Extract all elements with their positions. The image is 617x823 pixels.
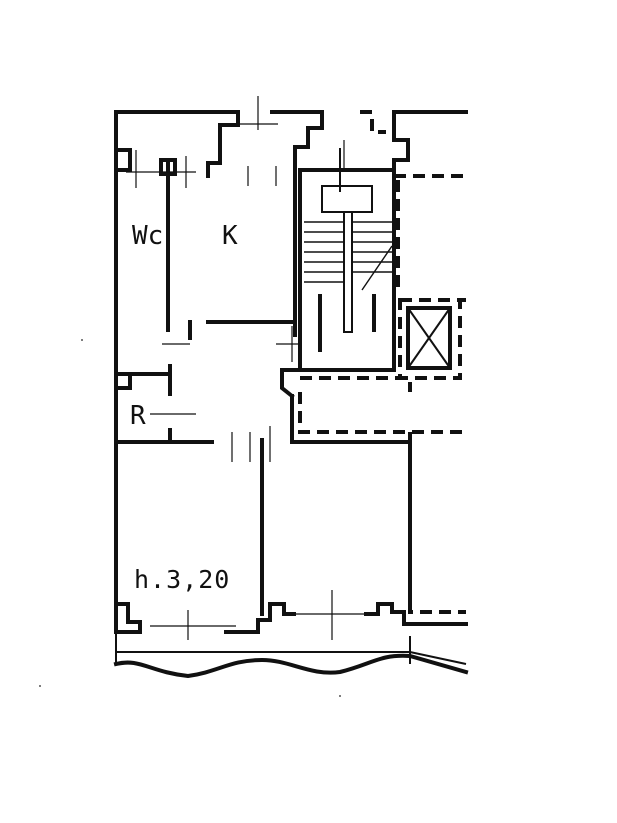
wc-column	[159, 158, 177, 176]
stair-top-right-wall	[392, 110, 468, 172]
door-lines	[150, 166, 277, 462]
room-label-storage: R	[130, 401, 146, 431]
neighbour-top	[360, 110, 386, 134]
balcony-edges	[115, 632, 411, 664]
axis-marks	[126, 96, 366, 640]
stair-landing-top	[321, 148, 373, 213]
scan-speck	[81, 339, 83, 341]
stair-break-line	[361, 245, 393, 291]
stair-core	[280, 110, 468, 399]
room-label-kitchen: K	[222, 221, 238, 251]
stair-entry-step	[280, 368, 302, 399]
right-room-wall	[290, 440, 412, 614]
balcony-curve	[113, 653, 469, 679]
room-label-wc: Wc	[132, 221, 163, 251]
neighbour-corridor	[298, 392, 466, 434]
stair-treads-right	[352, 221, 392, 273]
stair-enclosure	[298, 168, 396, 372]
storage-pillar	[114, 372, 132, 390]
balcony-inner-line	[116, 651, 467, 665]
elevator-shaft-dashed	[398, 298, 462, 380]
elevator-car	[406, 306, 452, 370]
stair-handrails	[318, 294, 376, 352]
facade-pier-left	[114, 602, 142, 634]
top-wall-right	[270, 110, 324, 167]
stair-well	[343, 211, 353, 333]
top-wall-left	[114, 110, 240, 178]
ceiling-height-label: h.3,20	[134, 565, 230, 594]
stair-treads-left	[304, 221, 344, 283]
wc-chimney	[114, 148, 132, 172]
scan-speck	[339, 695, 341, 697]
neighbour-walls	[298, 110, 466, 614]
facade-pier-right	[364, 602, 468, 626]
facade-pier-middle	[224, 602, 296, 634]
elevator	[398, 298, 462, 380]
elevator-cross-2	[407, 307, 451, 369]
neighbour-stair-bottom	[300, 376, 412, 392]
neighbour-room	[408, 432, 466, 614]
scan-speck	[39, 685, 41, 687]
